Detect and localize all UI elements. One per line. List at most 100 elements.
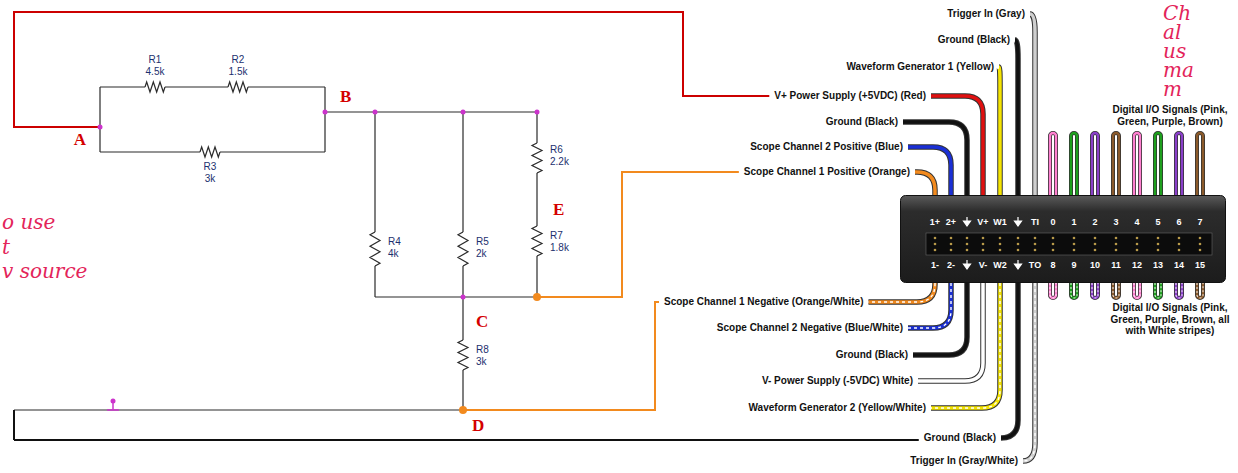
component-label: R3 xyxy=(204,161,217,173)
pin-hole xyxy=(999,237,1002,240)
ground-wire xyxy=(14,439,919,441)
pin-hole xyxy=(1199,237,1202,240)
component-label: 2k xyxy=(476,248,487,260)
wire-label: Scope Channel 1 Negative (Orange/White) xyxy=(662,296,865,308)
ground-pin-symbol xyxy=(964,260,971,269)
cable-outline xyxy=(1023,283,1035,461)
pin-hole xyxy=(982,237,985,240)
wire-label: V+ Power Supply (+5VDC) (Red) xyxy=(772,90,928,102)
digital-cable xyxy=(1113,133,1119,195)
cable-outline xyxy=(931,283,1000,408)
pin-label: 5 xyxy=(1155,217,1160,227)
pin-hole xyxy=(1157,249,1160,252)
digital-cable xyxy=(1092,283,1098,298)
pin-hole xyxy=(1017,237,1020,240)
schematic-wires xyxy=(14,87,537,440)
pin-label: W2 xyxy=(993,260,1007,270)
junction-dot xyxy=(461,110,466,115)
pin-hole xyxy=(1136,243,1139,246)
wire-label: Trigger In (Gray) xyxy=(945,8,1027,20)
pin-label: V+ xyxy=(977,217,988,227)
cable-outline xyxy=(1113,133,1119,195)
pin-hole xyxy=(1073,237,1076,240)
cable-outline xyxy=(1197,133,1203,195)
digital-cable xyxy=(1197,133,1203,195)
pin-hole xyxy=(1094,237,1097,240)
cable-stripe xyxy=(908,283,951,328)
cable-outline xyxy=(999,67,1000,195)
cable xyxy=(918,283,983,381)
node-letter: A xyxy=(74,130,86,150)
pin-hole xyxy=(1052,237,1055,240)
component-label: R2 xyxy=(232,54,245,66)
cable xyxy=(908,147,951,195)
pin-label: 1- xyxy=(931,260,939,270)
pin-hole xyxy=(1178,237,1181,240)
cable xyxy=(868,283,935,302)
digital-cable xyxy=(1134,133,1140,195)
node-letter: C xyxy=(476,312,488,332)
junction-dots xyxy=(98,110,540,300)
cable xyxy=(915,172,935,195)
pin-hole xyxy=(1017,243,1020,246)
cable-outline xyxy=(1155,283,1161,298)
supply-wire xyxy=(14,12,769,127)
digital-cable xyxy=(1155,133,1161,195)
cable-outline xyxy=(1134,133,1140,195)
cable-outline xyxy=(1071,133,1077,195)
pin-hole xyxy=(1178,243,1181,246)
pin-hole xyxy=(1157,243,1160,246)
pin-hole xyxy=(950,243,953,246)
cable-outline xyxy=(1176,283,1182,298)
digital-cable xyxy=(1050,283,1056,298)
pin-hole xyxy=(1034,243,1037,246)
cable xyxy=(1015,40,1018,195)
digital-cable xyxy=(1113,283,1119,298)
pin-hole xyxy=(1094,249,1097,252)
pin-hole xyxy=(1073,249,1076,252)
cable-outline xyxy=(903,122,967,195)
parallel-branch-wire xyxy=(100,87,325,152)
cable-outline xyxy=(1050,283,1056,298)
junction-dot xyxy=(98,125,103,130)
component-label: 4.5k xyxy=(146,66,165,78)
cable-stripe xyxy=(1155,283,1161,298)
resistor-symbol xyxy=(458,340,468,370)
pin-label: 1 xyxy=(1071,217,1076,227)
digital-cable xyxy=(1197,283,1203,298)
resistor-symbol xyxy=(532,226,542,256)
wire-label: Scope Channel 1 Positive (Orange) xyxy=(742,166,912,178)
cable-stripe xyxy=(1092,283,1098,298)
ground-wire xyxy=(14,409,463,410)
cable-outline xyxy=(1113,283,1119,298)
cable-stripe xyxy=(1197,283,1203,298)
component-label: R1 xyxy=(149,54,162,66)
ground-pin-symbol xyxy=(964,217,971,226)
component-label: 1.8k xyxy=(550,242,569,254)
device-body xyxy=(901,196,1226,283)
cable-outline xyxy=(1155,133,1161,195)
pin-hole xyxy=(934,243,937,246)
cable-outline xyxy=(1092,283,1098,298)
handwritten-note: v source xyxy=(2,260,87,283)
pin-label: 9 xyxy=(1071,260,1076,270)
junction-dot xyxy=(461,295,466,300)
pin-hole xyxy=(1094,243,1097,246)
cable-outline xyxy=(1015,40,1018,195)
cable-stripe xyxy=(1134,283,1140,298)
bracket-wire xyxy=(13,410,15,440)
pin-hole xyxy=(1115,243,1118,246)
cable xyxy=(913,283,967,355)
cable-outline xyxy=(1134,283,1140,298)
pin-hole xyxy=(934,237,937,240)
pin-label: 14 xyxy=(1174,260,1184,270)
component-label: 3k xyxy=(476,356,487,368)
junction-dot xyxy=(373,110,378,115)
pin-hole xyxy=(1178,249,1181,252)
cable-stripe xyxy=(1023,283,1035,461)
pin-hole xyxy=(1115,237,1118,240)
wire-label: Waveform Generator 2 (Yellow/White) xyxy=(747,402,928,414)
handwritten-note: m xyxy=(1163,78,1182,101)
cable-outline xyxy=(915,172,935,195)
pin-hole xyxy=(999,249,1002,252)
